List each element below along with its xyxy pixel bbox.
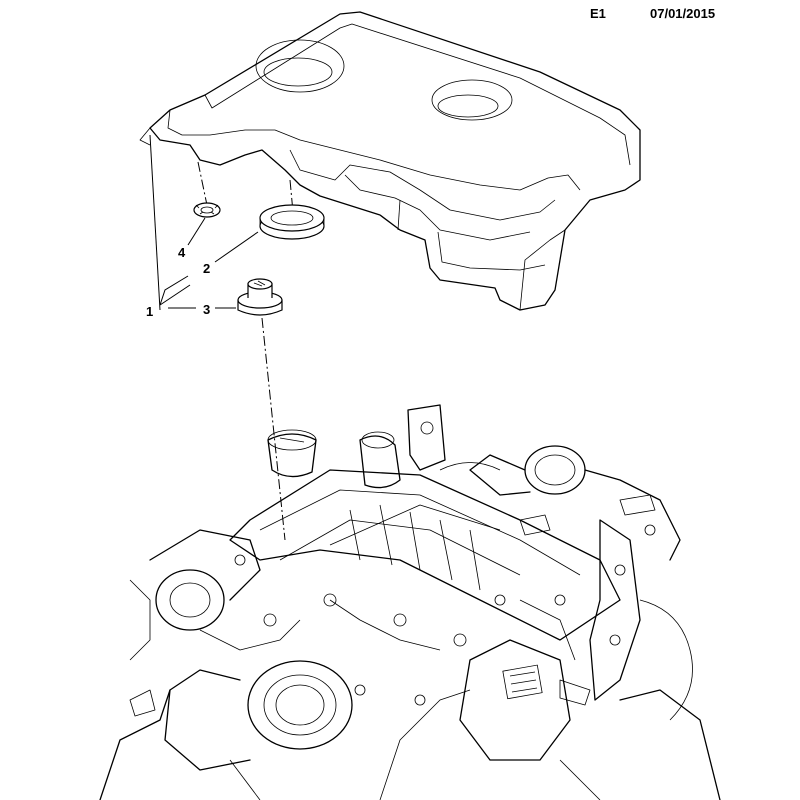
retaining-washer — [193, 202, 221, 218]
callout-3: 3 — [203, 302, 210, 317]
callout-leaders — [149, 134, 259, 311]
diagram-code: E1 — [590, 6, 606, 21]
grommet — [259, 204, 325, 240]
callout-4: 4 — [178, 245, 186, 260]
oil-filler-cap — [237, 278, 283, 316]
alignment-line — [261, 317, 286, 541]
callout-2: 2 — [203, 261, 210, 276]
alignment-line — [197, 161, 209, 211]
engine-assembly — [99, 404, 721, 800]
callout-1: 1 — [146, 304, 153, 319]
engine-cover — [139, 11, 641, 311]
diagram-date: 07/01/2015 — [650, 6, 716, 21]
